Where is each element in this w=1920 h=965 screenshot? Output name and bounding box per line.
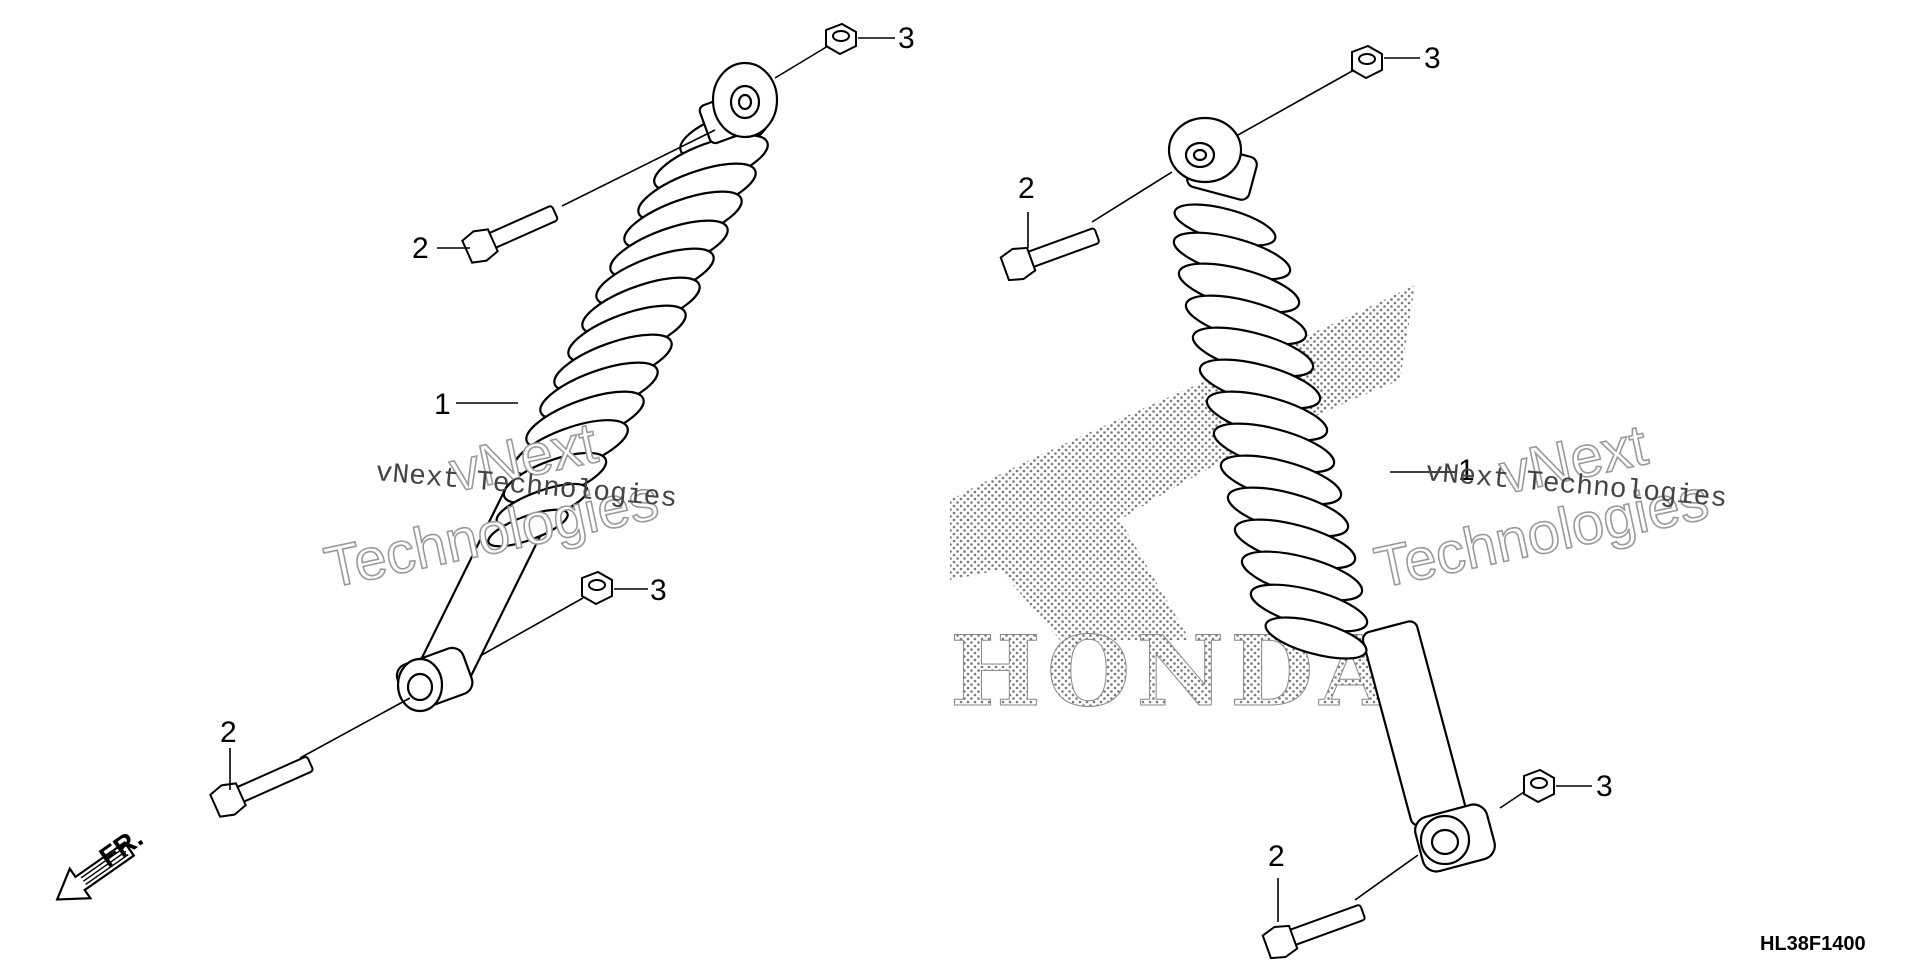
right-shock-absorber	[1167, 116, 1496, 873]
callout-shock-left: 1	[434, 388, 451, 421]
front-direction-indicator: FR.	[55, 822, 148, 901]
right-bottom-nut-icon	[1523, 768, 1555, 804]
callout-bolt-left-top: 2	[412, 232, 429, 265]
callout-shock-right: 1	[1458, 454, 1475, 487]
left-top-eye	[698, 61, 779, 145]
left-assembly-lines	[229, 37, 895, 790]
left-top-nut-icon	[825, 22, 857, 56]
honda-logo-watermark: HONDA	[950, 285, 1415, 729]
right-callouts: 3 2 1 3 2	[1018, 42, 1613, 873]
arrow-left-icon	[55, 840, 136, 901]
left-spring	[487, 110, 769, 548]
left-shock-absorber	[395, 61, 779, 713]
right-top-eye	[1167, 116, 1258, 201]
right-top-nut-icon	[1351, 44, 1383, 80]
callout-nut-left-bottom: 3	[650, 574, 667, 607]
right-assembly-lines	[1027, 57, 1592, 922]
right-hardware	[999, 44, 1555, 960]
right-bottom-bolt-icon	[1261, 904, 1366, 960]
callout-nut-right-bottom: 3	[1596, 770, 1613, 803]
left-bottom-bolt-icon	[209, 756, 314, 818]
callout-bolt-right-bottom: 2	[1268, 840, 1285, 873]
callout-nut-right-top: 3	[1424, 42, 1441, 75]
right-spring	[1172, 203, 1369, 660]
left-callouts: 3 2 1 3 2	[220, 22, 915, 749]
callout-bolt-left-bottom: 2	[220, 716, 237, 749]
left-bottom-eye	[395, 646, 474, 713]
left-top-bolt-icon	[461, 205, 559, 264]
right-bottom-eye	[1414, 803, 1496, 873]
watermark-right: vNext Technologies vNext Technologies	[1368, 412, 1728, 602]
left-hardware	[209, 22, 857, 818]
right-top-bolt-icon	[999, 227, 1100, 282]
drawing-code: HL38F1400	[1760, 933, 1866, 955]
callout-bolt-right-top: 2	[1018, 172, 1035, 205]
callout-nut-left-top: 3	[898, 22, 915, 55]
left-bottom-nut-icon	[581, 570, 613, 606]
